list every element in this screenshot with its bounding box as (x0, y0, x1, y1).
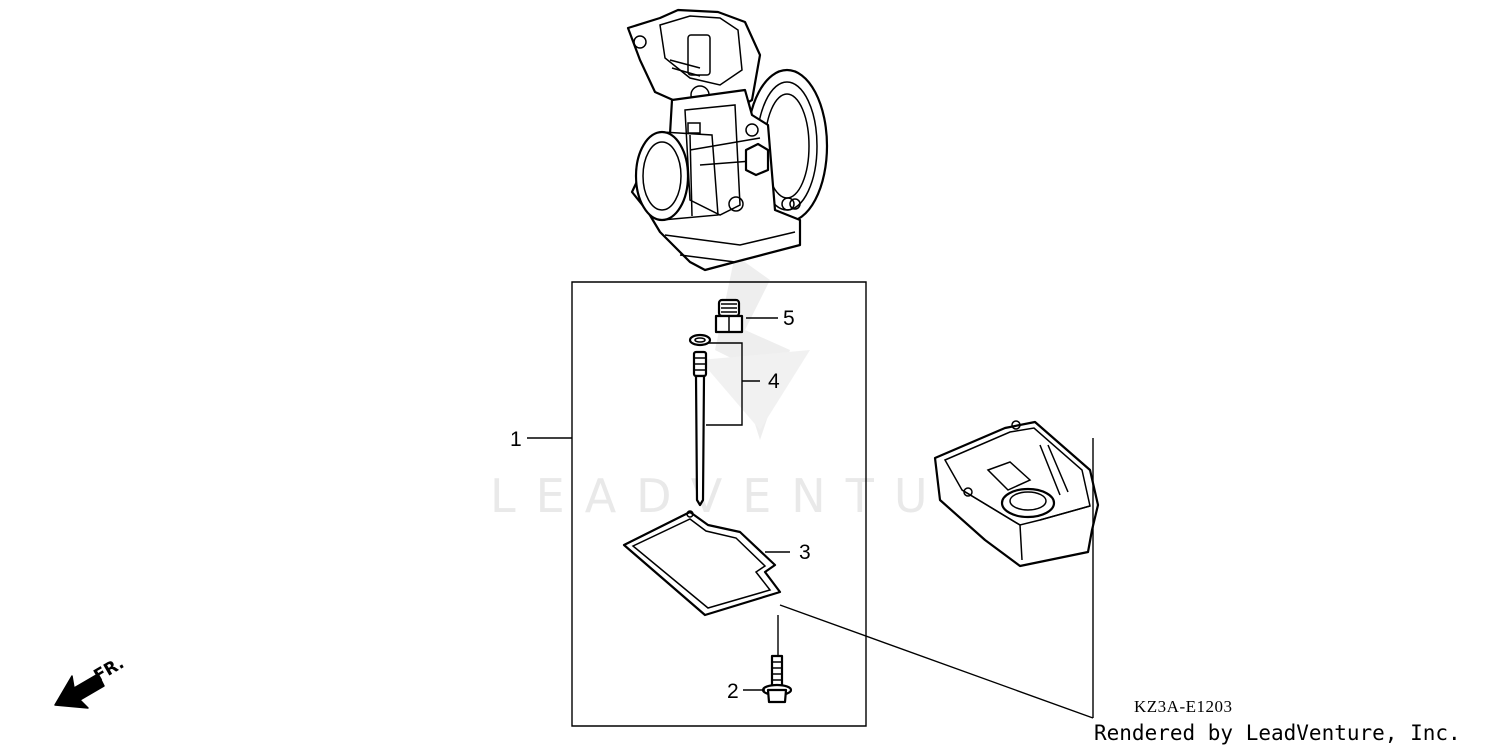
callout-4: 4 (768, 370, 780, 393)
render-credit: Rendered by LeadVenture, Inc. (1094, 721, 1461, 745)
callout-5: 5 (783, 307, 795, 330)
callout-1: 1 (510, 428, 522, 451)
front-direction-indicator: FR. (54, 653, 128, 709)
carburetor-assembly[interactable] (626, 8, 829, 272)
drawing-code: KZ3A-E1203 (1134, 697, 1232, 716)
part-3-gasket[interactable] (622, 510, 782, 617)
watermark-logo (700, 255, 810, 440)
leader-lines (527, 317, 1094, 719)
kit-bracket (571, 281, 867, 727)
callout-3: 3 (799, 541, 811, 564)
callout-labels: 1 2 3 4 5 (510, 307, 811, 703)
callout-2: 2 (727, 680, 739, 703)
part-5-plug[interactable] (714, 298, 744, 334)
part-4-needle[interactable] (688, 333, 712, 507)
fr-arrow-icon (54, 673, 105, 709)
part-2-screw[interactable] (761, 654, 793, 704)
float-bowl[interactable] (933, 420, 1100, 568)
